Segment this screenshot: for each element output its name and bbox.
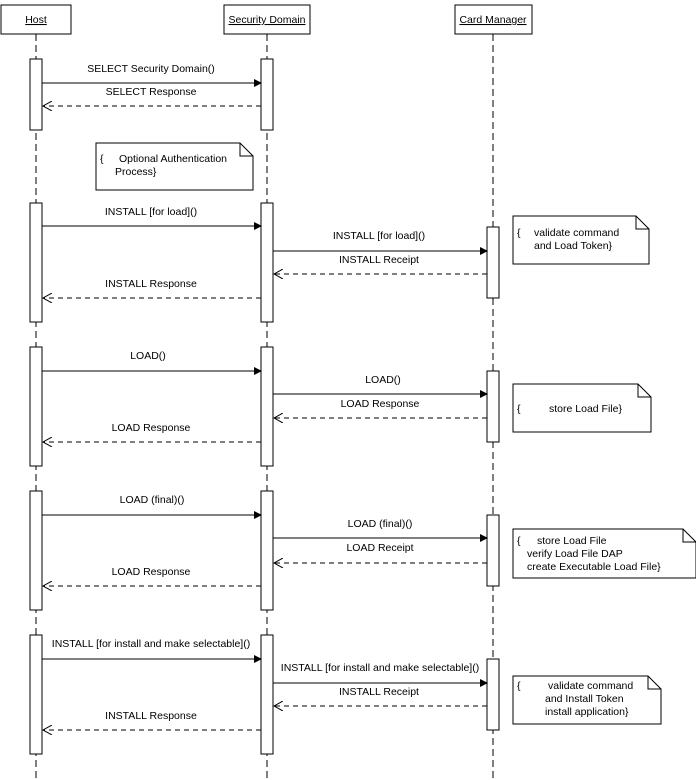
- activation-bar: [260, 634, 274, 755]
- note-line: verify Load File DAP: [527, 548, 623, 560]
- note-brace: {: [517, 680, 521, 692]
- activation-bar: [260, 202, 274, 323]
- activation-bar: [260, 58, 274, 131]
- activation-bar: [260, 346, 274, 467]
- note-line: Optional Authentication: [119, 153, 227, 165]
- activation-bar: [486, 658, 500, 731]
- lifeline-header-host: Host: [0, 4, 72, 35]
- activation-bar: [29, 490, 43, 611]
- message-label: SELECT Security Domain(): [87, 63, 215, 75]
- activation-bar: [486, 514, 500, 587]
- message-label: INSTALL [for install and make selectable…: [281, 662, 479, 674]
- note-line: and Load Token}: [534, 240, 613, 252]
- activation-bar: [260, 490, 274, 611]
- note-line: Process}: [115, 166, 157, 178]
- message-label: INSTALL [for install and make selectable…: [52, 638, 250, 650]
- activation-bar: [29, 202, 43, 323]
- lifeline-header-card-manager: Card Manager: [454, 4, 533, 35]
- note-brace: {: [517, 403, 521, 415]
- lifeline-label: Host: [25, 14, 47, 26]
- activation-bar: [29, 346, 43, 467]
- message-label: LOAD Response: [341, 398, 420, 410]
- activation-bar: [29, 58, 43, 131]
- message-label: LOAD (final)(): [348, 518, 413, 530]
- message-label: LOAD Receipt: [346, 542, 413, 554]
- activation-bar: [486, 226, 500, 299]
- note-validate-load-token: { validate command and Load Token}: [512, 215, 650, 265]
- note-line: create Executable Load File}: [527, 561, 661, 573]
- message-label: LOAD (final)(): [120, 494, 185, 506]
- message-label: INSTALL Response: [105, 710, 197, 722]
- note-line: and Install Token: [545, 693, 624, 705]
- lifeline-label: Security Domain: [228, 14, 305, 26]
- note-install-application: { validate command and Install Token ins…: [512, 675, 662, 725]
- note-line: store Load File: [537, 535, 607, 547]
- message-label: LOAD Response: [112, 422, 191, 434]
- note-brace: {: [517, 535, 521, 547]
- message-label: LOAD Response: [112, 566, 191, 578]
- note-create-executable-load-file: { store Load File verify Load File DAP c…: [512, 528, 696, 579]
- message-label: LOAD(): [130, 350, 166, 362]
- message-label: INSTALL Response: [105, 278, 197, 290]
- note-brace: {: [100, 153, 104, 165]
- lifeline-header-security-domain: Security Domain: [223, 4, 311, 35]
- message-label: INSTALL [for load](): [105, 206, 197, 218]
- note-line: validate command: [534, 227, 619, 239]
- activation-bar: [29, 634, 43, 755]
- lifeline-label: Card Manager: [459, 14, 527, 26]
- note-line: validate command: [548, 680, 633, 692]
- message-label: LOAD(): [365, 374, 401, 386]
- activation-bar: [486, 370, 500, 443]
- note-brace: {: [517, 227, 521, 239]
- note-line: store Load File}: [549, 403, 622, 415]
- message-label: INSTALL [for load](): [333, 230, 425, 242]
- message-label: SELECT Response: [106, 86, 197, 98]
- message-label: INSTALL Receipt: [339, 254, 419, 266]
- note-store-load-file: { store Load File}: [512, 383, 652, 433]
- message-label: INSTALL Receipt: [339, 686, 419, 698]
- note-line: install application}: [545, 706, 629, 718]
- note-optional-authentication: { Optional Authentication Process}: [95, 142, 254, 191]
